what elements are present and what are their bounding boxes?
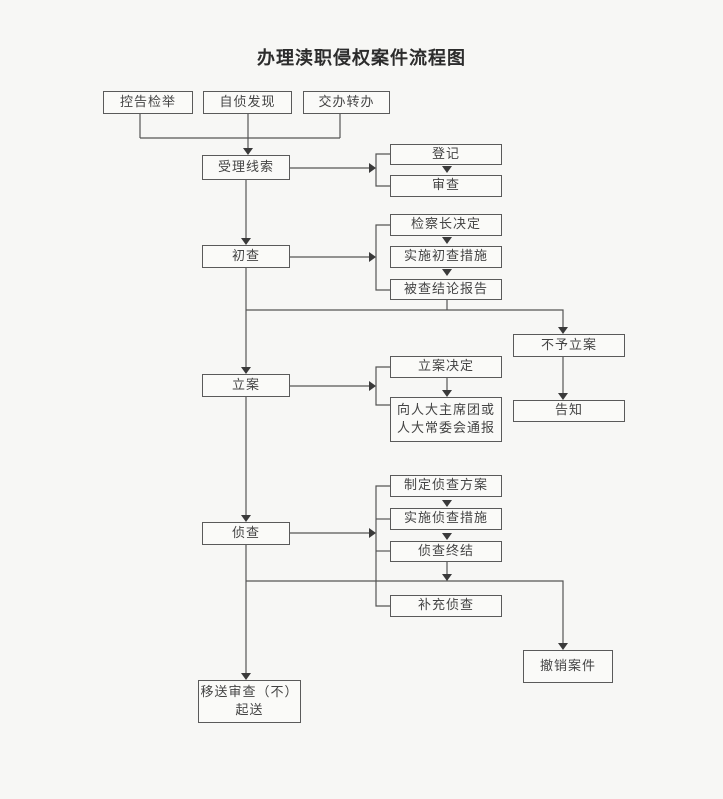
box-preliminary-check: 初查 — [202, 245, 290, 268]
source-connectors — [139, 114, 341, 155]
box-preliminary-measures: 实施初查措施 — [390, 246, 502, 268]
bracket-line — [375, 485, 390, 607]
box-investigate: 侦查 — [202, 522, 290, 545]
bracket-line — [375, 153, 390, 187]
box-file-decision: 立案决定 — [390, 356, 502, 378]
arrow-head — [442, 269, 452, 276]
arrow-head — [442, 574, 452, 581]
box-check-report: 被查结论报告 — [390, 279, 502, 300]
arrow-head — [558, 393, 568, 400]
arrow-head — [241, 515, 251, 522]
box-transfer-prosecution: 移送审查（不） 起送 — [198, 680, 301, 723]
box-investigate-measures: 实施侦查措施 — [390, 508, 502, 530]
file-case-connectors — [290, 366, 452, 406]
arrow-head — [241, 238, 251, 245]
box-supplementary: 补充侦查 — [390, 595, 502, 617]
arrow-head — [369, 252, 376, 262]
box-notify: 告知 — [513, 400, 625, 422]
arrow-head — [241, 673, 251, 680]
arrow-head — [442, 500, 452, 507]
arrow-head — [442, 533, 452, 540]
arrow-head — [558, 327, 568, 334]
bracket-line — [375, 366, 390, 406]
arrow-head — [369, 163, 376, 173]
box-cancel-case: 撤销案件 — [523, 650, 613, 683]
box-assigned: 交办转办 — [303, 91, 390, 114]
box-self-discovery: 自侦发现 — [203, 91, 292, 114]
diagram-title: 办理渎职侵权案件流程图 — [257, 48, 466, 69]
box-chief-decision: 检察长决定 — [390, 214, 502, 236]
connector-line — [246, 580, 564, 645]
box-accept-clue: 受理线索 — [202, 155, 290, 180]
arrow-head — [442, 166, 452, 173]
box-investigate-end: 侦查终结 — [390, 541, 502, 562]
bracket-line — [375, 224, 390, 291]
investigate-connectors — [290, 485, 452, 607]
box-notify-npc: 向人大主席团或 人大常委会通报 — [390, 397, 502, 442]
arrow-head — [369, 381, 376, 391]
arrow-head — [558, 643, 568, 650]
arrow-head — [243, 148, 253, 155]
arrow-head — [442, 390, 452, 397]
accept-connectors — [290, 153, 452, 187]
arrow-head — [442, 237, 452, 244]
arrow-head — [369, 528, 376, 538]
box-review: 审查 — [390, 175, 502, 197]
connector-line — [246, 309, 564, 330]
box-report: 控告检举 — [103, 91, 193, 114]
arrow-head — [241, 367, 251, 374]
box-no-case: 不予立案 — [513, 334, 625, 357]
box-register: 登记 — [390, 144, 502, 165]
box-plan: 制定侦查方案 — [390, 475, 502, 497]
box-file-case: 立案 — [202, 374, 290, 397]
preliminary-connectors — [290, 224, 452, 310]
